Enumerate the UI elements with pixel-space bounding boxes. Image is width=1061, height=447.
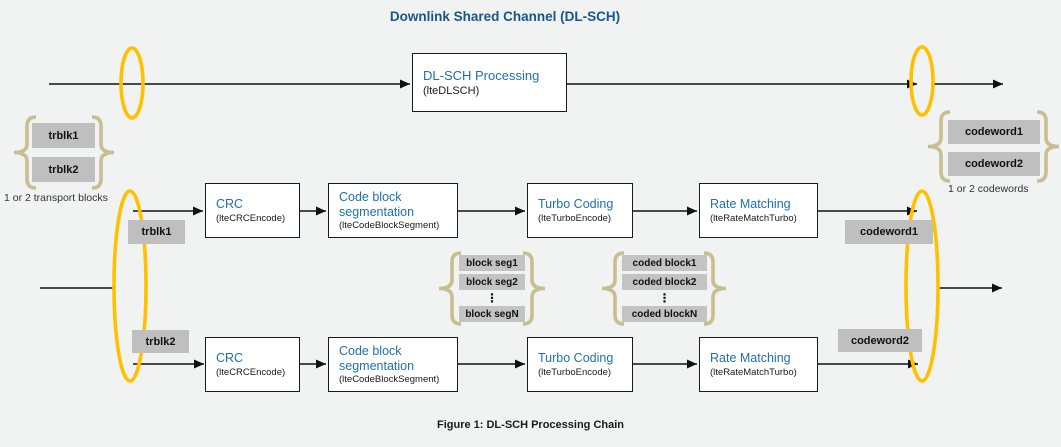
figure-caption: Figure 1: DL-SCH Processing Chain <box>436 419 625 431</box>
chain2-ratematch-box: Rate Matching (lteRateMatchTurbo) <box>699 337 818 392</box>
coded-block1-label: coded block1 <box>622 255 707 271</box>
segments-right-brace <box>522 251 546 326</box>
chain2-turbo-function: (lteTurboEncode) <box>538 366 612 378</box>
chain1-output-label: codeword1 <box>845 220 933 244</box>
outputs-left-brace <box>927 110 951 183</box>
chain1-crc-box: CRC (lteCRCEncode) <box>205 183 300 238</box>
coded-block2-label: coded block2 <box>622 274 707 290</box>
chain1-crc-function: (lteCRCEncode) <box>216 212 286 224</box>
top-left-ellipse <box>119 46 145 120</box>
chain1-ratematch-title: Rate Matching <box>710 197 791 212</box>
chain1-crc-title: CRC <box>216 197 244 212</box>
input-stack-trblk1: trblk1 <box>32 123 95 148</box>
coded-blockN-label: coded blockN <box>622 306 707 322</box>
input-stack-trblk2: trblk2 <box>32 157 95 182</box>
chain2-codeblockseg-box: Code block segmentation (lteCodeBlockSeg… <box>328 337 458 392</box>
left-split-ellipse <box>112 189 148 383</box>
figure-title: Downlink Shared Channel (DL-SCH) <box>389 9 621 24</box>
top-right-ellipse <box>909 45 935 117</box>
block-seg1-label: block seg1 <box>459 255 525 271</box>
outputs-note: 1 or 2 codewords <box>948 183 1029 195</box>
dlsch-box-function: (lteDLSCH) <box>423 84 480 97</box>
right-merge-ellipse <box>904 189 940 383</box>
dlsch-box-title: DL-SCH Processing <box>423 68 540 84</box>
dlsch-processing-box: DL-SCH Processing (lteDLSCH) <box>412 53 567 112</box>
output-stack-codeword2: codeword2 <box>948 152 1040 176</box>
inputs-note: 1 or 2 transport blocks <box>4 192 108 204</box>
chain2-ratematch-function: (lteRateMatchTurbo) <box>710 366 797 378</box>
chain2-crc-title: CRC <box>216 351 244 366</box>
chain1-codeblockseg-box: Code block segmentation (lteCodeBlockSeg… <box>328 183 458 238</box>
chain2-crc-function: (lteCRCEncode) <box>216 366 286 378</box>
block-segN-label: block segN <box>459 306 525 322</box>
chain2-turbo-title: Turbo Coding <box>538 351 614 366</box>
chain1-turbo-title: Turbo Coding <box>538 197 614 212</box>
outputs-right-brace <box>1036 110 1060 183</box>
chain2-crc-box: CRC (lteCRCEncode) <box>205 337 300 392</box>
inputs-right-brace <box>91 115 115 190</box>
chain1-ratematch-box: Rate Matching (lteRateMatchTurbo) <box>699 183 818 238</box>
chain2-codeblockseg-title: Code block segmentation <box>339 343 415 373</box>
chain2-input-label: trblk2 <box>132 330 189 353</box>
chain1-turbo-function: (lteTurboEncode) <box>538 212 612 224</box>
coded-right-brace <box>703 251 727 326</box>
block-seg-ellipsis: ⋮ <box>486 291 498 305</box>
chain1-codeblockseg-function: (lteCodeBlockSegment) <box>339 220 440 232</box>
chain1-turbo-box: Turbo Coding (lteTurboEncode) <box>527 183 633 238</box>
chain2-turbo-box: Turbo Coding (lteTurboEncode) <box>527 337 633 392</box>
chain2-output-label: codeword2 <box>838 329 922 352</box>
chain2-codeblockseg-function: (lteCodeBlockSegment) <box>339 374 440 386</box>
chain1-ratematch-function: (lteRateMatchTurbo) <box>710 212 797 224</box>
coded-block-ellipsis: ⋮ <box>658 291 671 305</box>
chain1-input-label: trblk1 <box>128 220 185 244</box>
coded-left-brace <box>601 251 625 326</box>
segments-left-brace <box>438 251 462 326</box>
output-stack-codeword1: codeword1 <box>948 120 1040 144</box>
block-seg2-label: block seg2 <box>459 274 525 290</box>
inputs-left-brace <box>13 115 37 190</box>
chain2-ratematch-title: Rate Matching <box>710 351 791 366</box>
chain1-codeblockseg-title: Code block segmentation <box>339 189 415 219</box>
